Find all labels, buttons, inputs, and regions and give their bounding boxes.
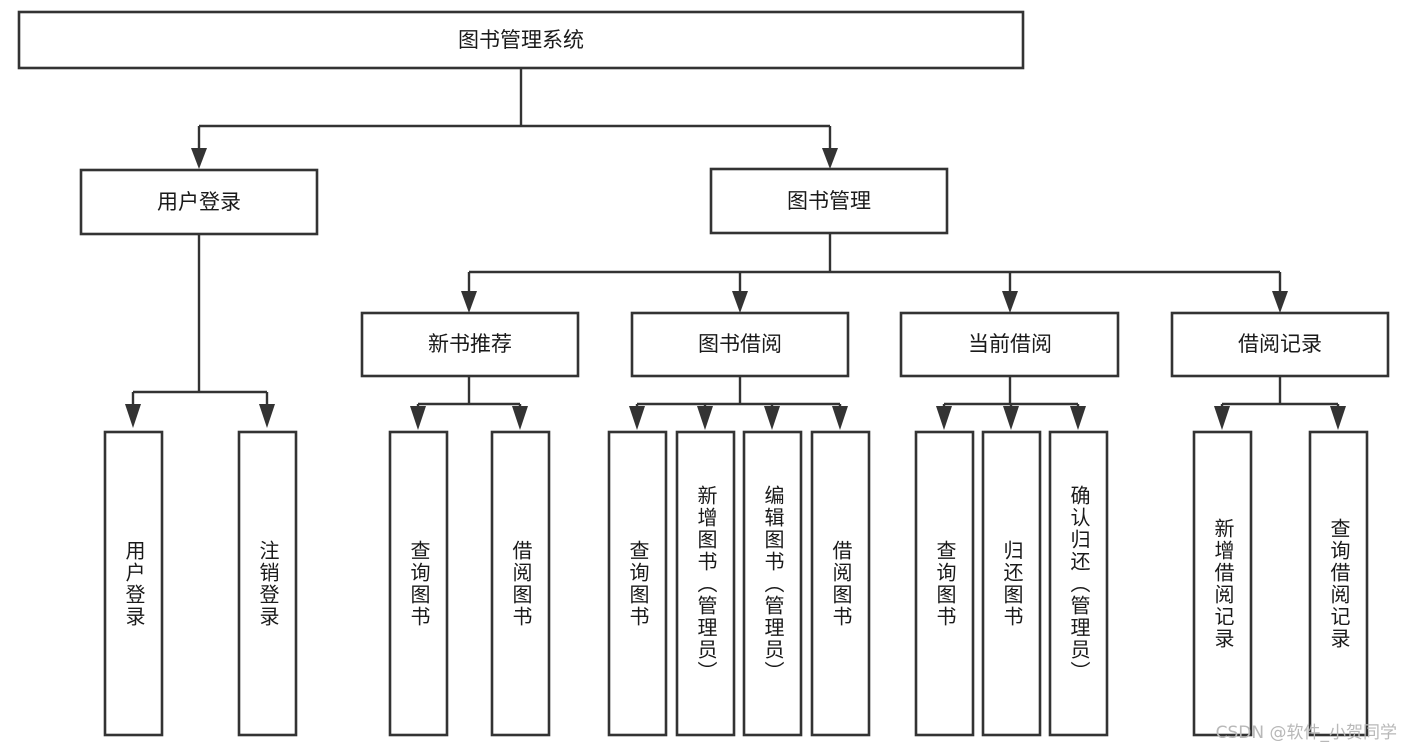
node-new-book-recommend-box[interactable] [360, 311, 580, 378]
arrow-borrow-leaf1 [629, 406, 645, 430]
node-book-management-label: 图书管理 [787, 189, 871, 213]
connector-group-newbook [410, 376, 528, 430]
arrow-bookmgmt-to-current [1002, 291, 1018, 313]
node-root-box[interactable] [17, 10, 1025, 70]
node-book-borrow-label: 图书借阅 [698, 332, 782, 356]
arrow-userlogin-leaf2 [259, 404, 275, 428]
leaf-box-book-borrow-4[interactable] [810, 430, 871, 737]
node-book-management-box[interactable] [709, 167, 949, 235]
arrow-record-leaf2 [1330, 406, 1346, 430]
connector-group-bookmgmt [461, 233, 1288, 313]
arrow-borrow-leaf4 [832, 406, 848, 430]
arrow-bookmgmt-to-borrow [732, 291, 748, 313]
node-current-borrow-label: 当前借阅 [968, 332, 1052, 356]
leaf-box-book-borrow-1[interactable] [607, 430, 668, 737]
arrow-root-to-bookmgmt [822, 148, 838, 169]
leaf-box-book-borrow-2[interactable] [675, 430, 736, 737]
node-root-label: 图书管理系统 [458, 28, 584, 52]
arrow-bookmgmt-to-record [1272, 291, 1288, 313]
connector-group-userlogin [125, 234, 275, 428]
connector-group-root [191, 68, 838, 169]
node-user-login-box[interactable] [79, 168, 319, 236]
node-user-login-label: 用户登录 [157, 190, 241, 214]
node-current-borrow-box[interactable] [899, 311, 1120, 378]
leaf-box-new-book-1[interactable] [388, 430, 449, 737]
node-borrow-record-label: 借阅记录 [1238, 332, 1322, 356]
arrow-record-leaf1 [1214, 406, 1230, 430]
connector-group-borrow [629, 376, 848, 430]
arrow-newbook-leaf2 [512, 406, 528, 430]
leaf-box-borrow-record-1[interactable] [1192, 430, 1253, 737]
watermark-text: CSDN @软件_小贺同学 [1215, 723, 1397, 743]
leaf-box-borrow-record-2[interactable] [1308, 430, 1369, 737]
leaf-box-user-login-1[interactable] [103, 430, 164, 737]
arrow-current-leaf1 [936, 406, 952, 430]
arrow-current-leaf2 [1003, 406, 1019, 430]
leaf-box-book-borrow-3[interactable] [742, 430, 803, 737]
arrow-userlogin-leaf1 [125, 404, 141, 428]
node-new-book-recommend-label: 新书推荐 [428, 332, 512, 356]
leaf-box-current-borrow-3[interactable] [1048, 430, 1109, 737]
arrow-borrow-leaf2 [697, 406, 713, 430]
leaf-box-new-book-2[interactable] [490, 430, 551, 737]
connector-group-current [936, 376, 1086, 430]
node-book-borrow-box[interactable] [630, 311, 850, 378]
arrow-bookmgmt-to-newbook [461, 291, 477, 313]
node-borrow-record-box[interactable] [1170, 311, 1390, 378]
connector-group-record [1214, 376, 1346, 430]
leaf-box-user-login-2[interactable] [237, 430, 298, 737]
leaf-box-current-borrow-2[interactable] [981, 430, 1042, 737]
arrow-borrow-leaf3 [764, 406, 780, 430]
arrow-root-to-userlogin [191, 148, 207, 169]
arrow-current-leaf3 [1070, 406, 1086, 430]
leaf-box-current-borrow-1[interactable] [914, 430, 975, 737]
arrow-newbook-leaf1 [410, 406, 426, 430]
